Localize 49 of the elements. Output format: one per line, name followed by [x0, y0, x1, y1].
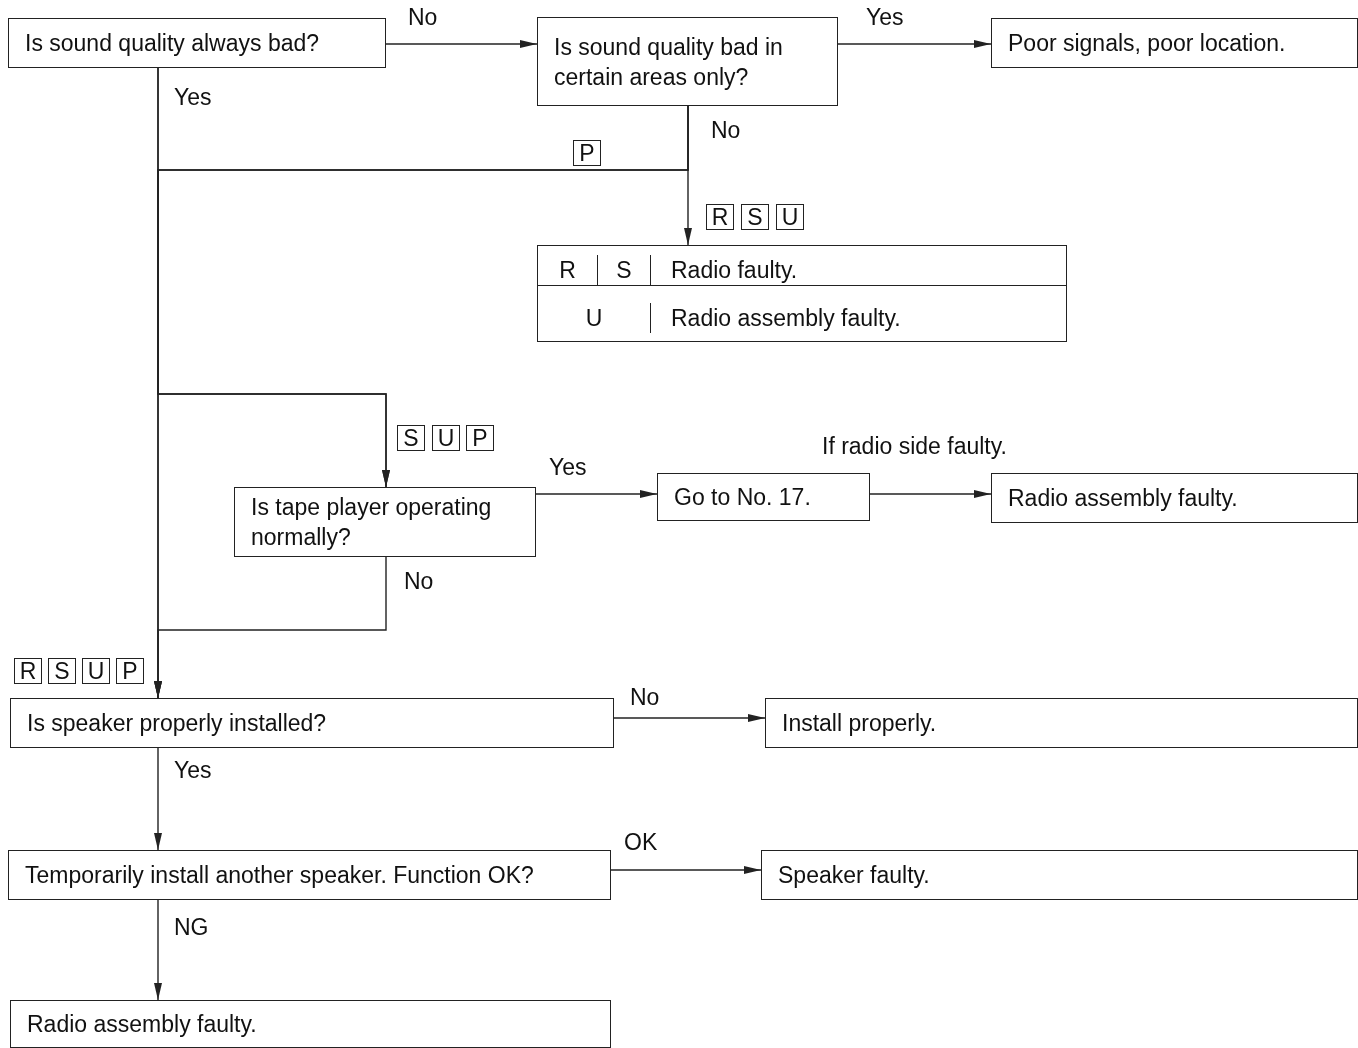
question-text: Speaker faulty.	[778, 861, 930, 890]
result-box	[991, 473, 1358, 523]
model-code: R	[706, 204, 734, 230]
arrow	[869, 490, 992, 498]
model-code: S	[48, 658, 76, 684]
decision-box	[8, 850, 611, 900]
model-code: U	[432, 425, 460, 451]
decision-box	[8, 18, 386, 68]
result-box	[991, 18, 1358, 68]
question-text: Go to No. 17.	[674, 483, 811, 512]
question-text: Is sound quality always bad?	[25, 29, 320, 58]
arrow	[154, 747, 162, 851]
question-text: Is sound quality bad in certain areas only?	[554, 32, 784, 92]
arrow	[154, 899, 162, 1001]
code-letter: U	[538, 302, 651, 333]
model-code: S	[397, 425, 425, 451]
result-table	[537, 245, 1067, 342]
question-text: Poor signals, poor location.	[1008, 29, 1286, 58]
model-code: S	[741, 204, 769, 230]
question-text: Is speaker properly installed?	[27, 709, 327, 738]
question-text: Temporarily install another speaker. Function OK?	[25, 861, 534, 890]
result-text: Radio assembly faulty.	[670, 303, 902, 333]
result-box	[10, 1000, 611, 1048]
model-code: R	[14, 658, 42, 684]
arrow	[535, 490, 658, 498]
model-code: P	[573, 140, 601, 166]
decision-box	[10, 698, 614, 748]
arrow	[385, 40, 538, 48]
decision-box	[234, 487, 536, 557]
question-text: Install properly.	[782, 709, 937, 738]
arrow	[154, 556, 387, 699]
code-letter: R	[538, 254, 598, 286]
decision-box	[537, 17, 838, 106]
question-text: Is tape player operating normally?	[251, 493, 493, 552]
code-letter: S	[598, 254, 651, 286]
result-box	[657, 473, 870, 521]
result-text: Radio faulty.	[651, 254, 1066, 286]
arrow	[613, 714, 766, 722]
result-box	[761, 850, 1358, 900]
question-text: Radio assembly faulty.	[27, 1010, 257, 1039]
arrow	[610, 866, 762, 874]
model-code: U	[82, 658, 110, 684]
model-code: U	[776, 204, 804, 230]
model-code: P	[466, 425, 494, 451]
question-text: Radio assembly faulty.	[1008, 484, 1238, 513]
model-code: P	[116, 658, 144, 684]
arrow	[157, 105, 689, 488]
arrow	[837, 40, 992, 48]
result-box	[765, 698, 1358, 748]
